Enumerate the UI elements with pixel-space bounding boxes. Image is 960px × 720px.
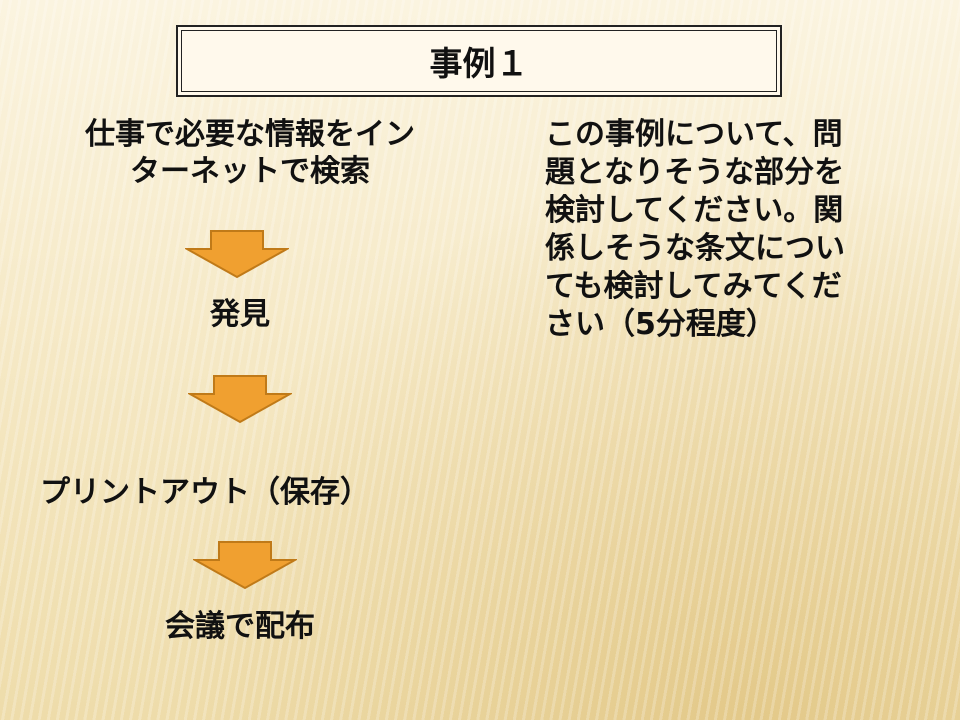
slide-title: 事例１ xyxy=(181,30,777,92)
flow-step-1: 仕事で必要な情報をイン ターネットで検索 xyxy=(40,116,460,190)
instruction-line: 題となりそうな部分を xyxy=(545,155,845,190)
down-arrow-icon xyxy=(193,541,297,590)
flow-step-4: 会議で配布 xyxy=(165,609,315,644)
title-box: 事例１ xyxy=(176,25,782,97)
flow-step-2: 発見 xyxy=(210,297,270,332)
down-arrow-icon xyxy=(188,375,292,424)
instruction-line: 検討してください。関 xyxy=(545,193,844,228)
flow-step-3: プリントアウト（保存） xyxy=(40,475,370,510)
flow-step-1-line-1: 仕事で必要な情報をイン xyxy=(85,117,415,152)
instruction-text: この事例について、問 題となりそうな部分を 検討してください。関 係しそうな条文… xyxy=(545,116,925,344)
instruction-line: ても検討してみてくだ xyxy=(545,269,842,304)
instruction-line: 係しそうな条文につい xyxy=(545,231,845,266)
instruction-line: この事例について、問 xyxy=(545,117,843,152)
flow-step-1-line-2: ターネットで検索 xyxy=(130,154,370,189)
down-arrow-icon xyxy=(185,230,289,279)
instruction-line: さい（5分程度） xyxy=(545,307,776,342)
